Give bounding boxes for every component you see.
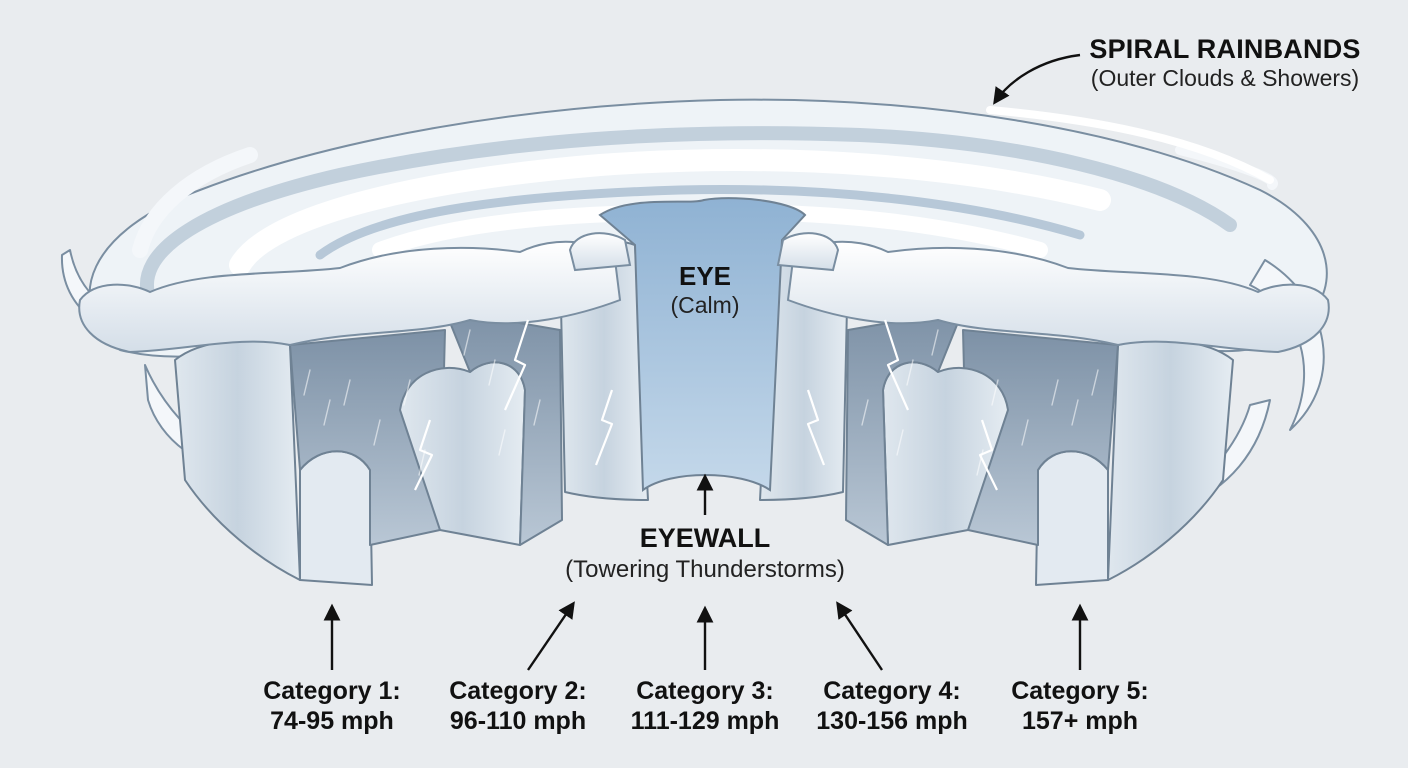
eye-title: EYE (678, 261, 732, 291)
spiral-rainbands-label: SPIRAL RAINBANDS (Outer Clouds & Showers… (1060, 34, 1390, 92)
pointer-arrows (323, 53, 1089, 671)
category-2-label: Category 2: 96-110 mph (423, 676, 613, 736)
spiral-rainbands-arrow (993, 53, 1081, 105)
category-5-name: Category 5: (1011, 677, 1149, 705)
category-3-range: 111-129 mph (630, 707, 780, 735)
cloud-ring-top (78, 232, 1330, 354)
category-3-label: Category 3: 111-129 mph (610, 676, 800, 736)
eye-column (598, 197, 807, 492)
category-2-range: 96-110 mph (449, 707, 587, 735)
category-5-range: 157+ mph (1021, 707, 1139, 735)
eye-label: EYE (Calm) (630, 261, 780, 319)
eye-subtitle: (Calm) (670, 292, 740, 319)
outer-cloud-walls (174, 239, 1234, 586)
category-4-range: 130-156 mph (816, 707, 968, 735)
category-4-name: Category 4: (823, 677, 961, 705)
category-5-label: Category 5: 157+ mph (985, 676, 1175, 736)
eyewall-subtitle: (Towering Thunderstorms) (565, 556, 845, 584)
rain-streaks (303, 329, 1099, 476)
category-1-name: Category 1: (263, 677, 401, 705)
lightning-bolts (414, 319, 998, 491)
category-4-arrow (836, 601, 883, 671)
category-1-label: Category 1: 74-95 mph (237, 676, 427, 736)
spiral-rainbands-subtitle: (Outer Clouds & Showers) (1090, 65, 1360, 92)
category-4-label: Category 4: 130-156 mph (797, 676, 987, 736)
eyewall-title: EYEWALL (639, 523, 771, 553)
category-3-name: Category 3: (636, 677, 774, 705)
category-2-name: Category 2: (449, 677, 587, 705)
eyewall-label: EYEWALL (Towering Thunderstorms) (540, 523, 870, 584)
category-2-arrow (527, 601, 575, 671)
spiral-rainbands-title: SPIRAL RAINBANDS (1089, 34, 1361, 64)
category-1-range: 74-95 mph (270, 707, 394, 735)
